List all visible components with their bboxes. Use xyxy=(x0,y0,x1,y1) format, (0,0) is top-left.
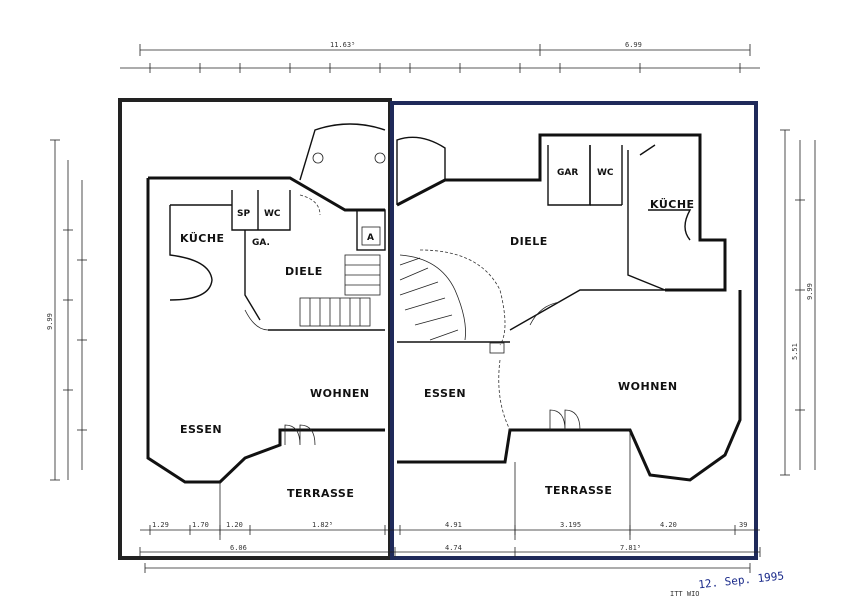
room-label-essen-right: ESSEN xyxy=(424,387,466,400)
room-label-wohnen-left: WOHNEN xyxy=(310,387,370,400)
dim-bottom-r3: 4.20 xyxy=(660,521,677,529)
dim-bottom-left: 1.29 xyxy=(152,521,169,529)
dim-bottom-mid3: 1.82⁵ xyxy=(312,521,333,529)
room-label-essen-left: ESSEN xyxy=(180,423,222,436)
dim-bottom-r2: 3.195 xyxy=(560,521,581,529)
room-label-wc-right: WC xyxy=(597,168,614,178)
dim-bottom-mid2: 1.20 xyxy=(226,521,243,529)
room-label-ga-left: GA. xyxy=(252,238,270,248)
room-label-a-left: A xyxy=(367,233,374,243)
room-label-kueche-right: KÜCHE xyxy=(650,197,695,211)
dim-bottom-total-left: 6.06 xyxy=(230,544,247,552)
room-label-wohnen-right: WOHNEN xyxy=(618,380,678,393)
right-unit-frame xyxy=(390,101,758,560)
room-label-terrasse-left: TERRASSE xyxy=(287,487,354,500)
room-label-diele-left: DIELE xyxy=(285,265,323,278)
dim-bottom-total-mid: 4.74 xyxy=(445,544,462,552)
room-label-kueche-left: KÜCHE xyxy=(180,231,225,245)
right-dimension-chain: 9.99 5.51 xyxy=(780,129,816,476)
left-dimension-chain: 9.99 xyxy=(46,139,87,481)
dim-top-overall-left: 11.63⁵ xyxy=(330,41,355,49)
room-label-terrasse-right: TERRASSE xyxy=(545,484,612,497)
dim-right-overall: 9.99 xyxy=(806,283,814,300)
right-unit-plan xyxy=(396,133,742,540)
stamp-mark: ITT WIO xyxy=(670,590,700,598)
left-unit-plan xyxy=(146,123,386,540)
room-label-gar-right: GAR xyxy=(557,168,578,178)
room-label-diele-right: DIELE xyxy=(510,235,548,248)
date-stamp: 12. Sep. 1995 xyxy=(698,569,785,591)
dim-bottom-mid1: 1.70 xyxy=(192,521,209,529)
top-dimension-chain: 11.63⁵ 6.99 xyxy=(120,41,760,73)
dim-right-sub: 5.51 xyxy=(791,343,799,360)
room-label-sp-left: SP xyxy=(237,209,250,219)
bottom-dimension-chain: 1.29 1.70 1.20 1.82⁵ 4.91 3.195 4.20 39 … xyxy=(139,521,761,573)
dim-top-overall-right: 6.99 xyxy=(625,41,642,49)
room-label-wc-left: WC xyxy=(264,209,281,219)
dim-bottom-total-right: 7.81⁵ xyxy=(620,544,641,552)
dim-bottom-r1: 4.91 xyxy=(445,521,462,529)
dim-left-overall: 9.99 xyxy=(46,313,54,330)
dim-bottom-r4: 39 xyxy=(739,521,747,529)
